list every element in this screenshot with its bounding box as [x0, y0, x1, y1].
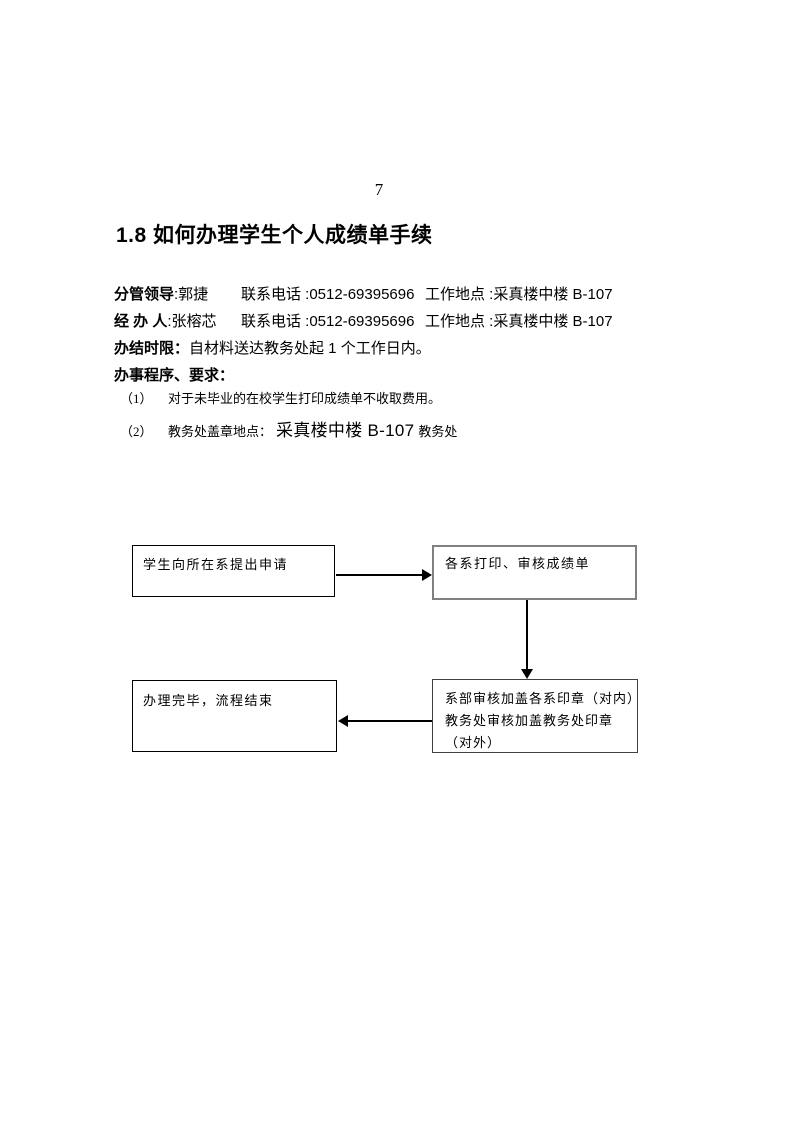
flowchart-box-apply: 学生向所在系提出申请 [132, 545, 335, 597]
leader-info-row: 分管领导:郭捷 联系电话 :0512-69395696 工作地点 :采真楼中楼 … [114, 283, 694, 304]
deadline-label: 办结时限： [114, 340, 190, 357]
procedures-label: 办事程序、要求： [114, 367, 235, 384]
procedure-item-1: （1） 对于未毕业的在校学生打印成绩单不收取费用。 [120, 388, 720, 407]
flowchart-arrow-down-line [526, 600, 528, 670]
item-1-text: 对于未毕业的在校学生打印成绩单不收取费用。 [168, 391, 442, 406]
item-2-marker: （2） [120, 424, 153, 439]
handler-label-group: 经 办 人:张榕芯 [114, 310, 241, 331]
deadline-row: 办结时限：自材料送达教务处起 1 个工作日内。 [114, 337, 694, 358]
flowchart-box-print-review: 各系打印、审核成绩单 [432, 545, 637, 600]
flowchart-arrow-right-line [336, 574, 423, 576]
flowchart-box-finished: 办理完毕，流程结束 [132, 680, 337, 752]
flowchart-box-finished-text: 办理完毕，流程结束 [143, 693, 274, 708]
phone-number: 0512-69395696 [309, 286, 415, 303]
leader-phone-group: 联系电话 :0512-69395696 [241, 283, 425, 304]
place-label: 工作地点 : [425, 286, 494, 303]
flowchart-arrow-left-line [348, 720, 432, 722]
place-value: 采真楼中楼 B-107 [493, 313, 613, 330]
leader-place-group: 工作地点 :采真楼中楼 B-107 [425, 283, 613, 304]
handler-info-row: 经 办 人:张榕芯 联系电话 :0512-69395696 工作地点 :采真楼中… [114, 310, 694, 331]
arrow-down-icon [521, 669, 533, 679]
phone-number: 0512-69395696 [309, 313, 415, 330]
handler-phone-group: 联系电话 :0512-69395696 [241, 310, 425, 331]
arrow-right-icon [422, 569, 432, 581]
page-number: 7 [374, 180, 384, 199]
handler-label: 经 办 人 [114, 313, 168, 330]
item-2-prefix: 教务处盖章地点： [168, 424, 273, 439]
leader-name: :郭捷 [174, 286, 209, 303]
leader-label: 分管领导 [114, 286, 175, 303]
flowchart-box-seal-line-3: （对外） [445, 735, 502, 750]
procedure-item-2: （2） 教务处盖章地点： 采真楼中楼 B-107 教务处 [120, 416, 720, 441]
item-2-suffix: 教务处 [418, 424, 458, 439]
handler-place-group: 工作地点 :采真楼中楼 B-107 [425, 310, 613, 331]
flowchart-box-apply-text: 学生向所在系提出申请 [143, 557, 289, 572]
procedures-heading-row: 办事程序、要求： [114, 364, 694, 385]
leader-label-group: 分管领导:郭捷 [114, 283, 241, 304]
deadline-text: 自材料送达教务处起 1 个工作日内。 [189, 340, 431, 357]
flowchart-box-seal: 系部审核加盖各系印章（对内） 教务处审核加盖教务处印章 （对外） [432, 679, 642, 753]
handler-name: :张榕芯 [167, 313, 217, 330]
item-2-location: 采真楼中楼 B-107 [276, 421, 415, 440]
flowchart-box-print-review-text: 各系打印、审核成绩单 [445, 556, 591, 571]
place-label: 工作地点 : [425, 313, 494, 330]
item-1-marker: （1） [120, 391, 153, 406]
place-value: 采真楼中楼 B-107 [493, 286, 613, 303]
section-heading: 1.8 如何办理学生个人成绩单手续 [116, 224, 433, 247]
phone-label: 联系电话 : [241, 286, 310, 303]
arrow-left-icon [338, 715, 348, 727]
phone-label: 联系电话 : [241, 313, 310, 330]
flowchart-box-seal-line-1: 系部审核加盖各系印章（对内） [445, 691, 642, 706]
flowchart-box-seal-line-2: 教务处审核加盖教务处印章 [445, 713, 614, 728]
